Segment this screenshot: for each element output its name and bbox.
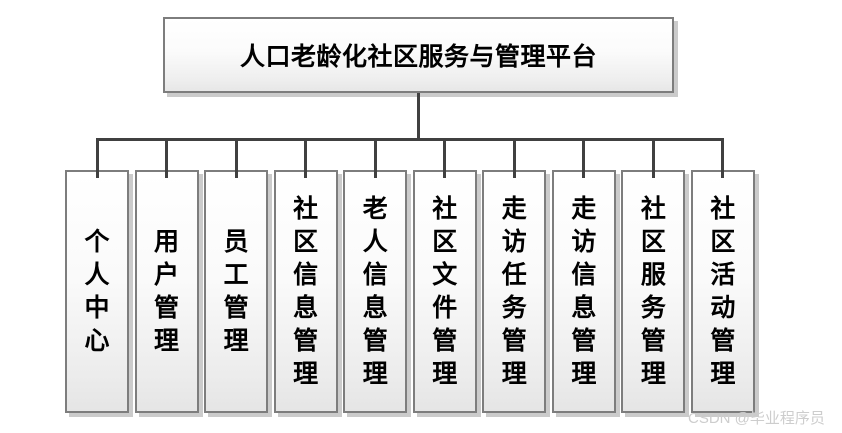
connector-stem <box>417 93 420 140</box>
node-column-visit-task-management: 走访任务管理 <box>482 138 547 413</box>
root-node: 人口老龄化社区服务与管理平台 <box>163 17 674 93</box>
node-column-community-file-management: 社区文件管理 <box>412 138 477 413</box>
node-label: 员工管理 <box>223 227 249 355</box>
node-label: 走访任务管理 <box>501 194 527 388</box>
node-user-management: 用户管理 <box>134 170 199 413</box>
node-community-file-management: 社区文件管理 <box>412 170 477 413</box>
child-nodes-row: 个人中心 用户管理 员工管理 社区信息管理 老人信息管理 <box>65 138 755 413</box>
connector-drop <box>234 138 238 178</box>
csdn-watermark: CSDN @毕业程序员 <box>688 410 825 427</box>
node-column-personal-center: 个人中心 <box>65 138 129 413</box>
node-label: 个人中心 <box>84 227 110 355</box>
connector-drop <box>721 138 725 178</box>
node-visit-task-management: 走访任务管理 <box>482 170 547 413</box>
node-label: 社区活动管理 <box>710 194 736 388</box>
node-label: 社区信息管理 <box>293 194 319 388</box>
node-column-visit-info-management: 走访信息管理 <box>551 138 616 413</box>
connector-drop <box>304 138 308 178</box>
node-elderly-info-management: 老人信息管理 <box>343 170 408 413</box>
node-label: 社区服务管理 <box>640 194 666 388</box>
node-column-user-management: 用户管理 <box>134 138 199 413</box>
node-community-activity-management: 社区活动管理 <box>690 170 755 413</box>
connector-bus <box>96 138 724 141</box>
node-community-service-management: 社区服务管理 <box>621 170 686 413</box>
connector-drop <box>95 138 99 178</box>
node-column-community-info-management: 社区信息管理 <box>273 138 338 413</box>
node-personal-center: 个人中心 <box>65 170 129 413</box>
connector-drop <box>512 138 516 178</box>
node-community-info-management: 社区信息管理 <box>273 170 338 413</box>
node-staff-management: 员工管理 <box>204 170 269 413</box>
node-label: 社区文件管理 <box>432 194 458 388</box>
root-node-label: 人口老龄化社区服务与管理平台 <box>239 43 597 71</box>
node-label: 老人信息管理 <box>362 194 388 388</box>
connector-drop <box>165 138 169 178</box>
node-visit-info-management: 走访信息管理 <box>551 170 616 413</box>
node-column-community-service-management: 社区服务管理 <box>621 138 686 413</box>
node-column-community-activity-management: 社区活动管理 <box>690 138 755 413</box>
node-label: 用户管理 <box>154 227 180 355</box>
node-label: 走访信息管理 <box>571 194 597 388</box>
node-column-staff-management: 员工管理 <box>204 138 269 413</box>
connector-drop <box>651 138 655 178</box>
node-column-elderly-info-management: 老人信息管理 <box>343 138 408 413</box>
connector-drop <box>582 138 586 178</box>
connector-drop <box>373 138 377 178</box>
connector-drop <box>443 138 447 178</box>
